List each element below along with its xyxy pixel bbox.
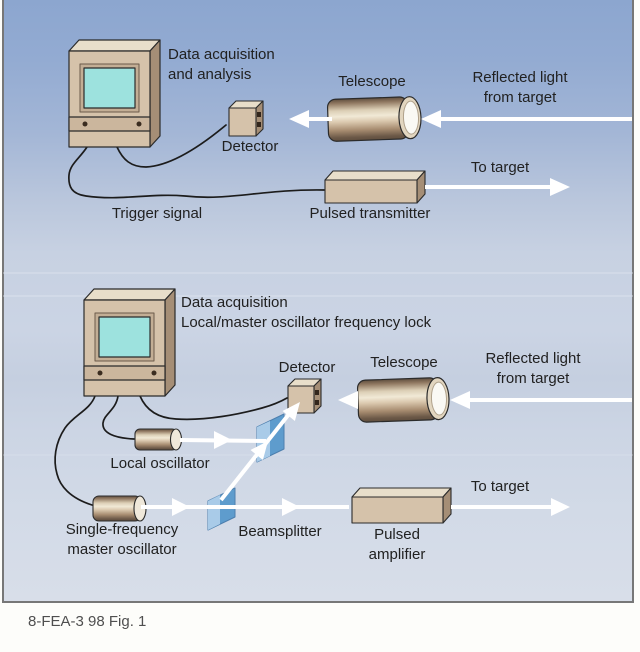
label-reflected-light-1: Reflected light from target: [472, 69, 568, 106]
label-detector-2: Detector: [278, 359, 336, 376]
label-master-oscillator: Single-frequency master oscillator: [65, 521, 179, 558]
figure-caption: 8-FEA-3 98 Fig. 1: [28, 613, 147, 630]
label-data-acquisition-analysis: Data acquisition and analysis: [168, 46, 275, 83]
label-pulsed-transmitter: Pulsed transmitter: [309, 205, 431, 222]
label-trigger-signal: Trigger signal: [111, 205, 203, 222]
label-to-target-2: To target: [470, 478, 530, 495]
label-local-oscillator: Local oscillator: [110, 455, 210, 472]
label-to-target-1: To target: [470, 159, 530, 176]
label-beamsplitter: Beamsplitter: [238, 523, 322, 540]
label-detector-1: Detector: [221, 138, 279, 155]
label-data-acquisition-lock: Data acquisition Local/master oscillator…: [181, 294, 432, 331]
label-telescope-2: Telescope: [370, 354, 438, 371]
label-pulsed-amplifier: Pulsed amplifier: [368, 526, 426, 563]
label-telescope-1: Telescope: [338, 73, 406, 90]
label-reflected-light-2: Reflected light from target: [485, 350, 581, 387]
